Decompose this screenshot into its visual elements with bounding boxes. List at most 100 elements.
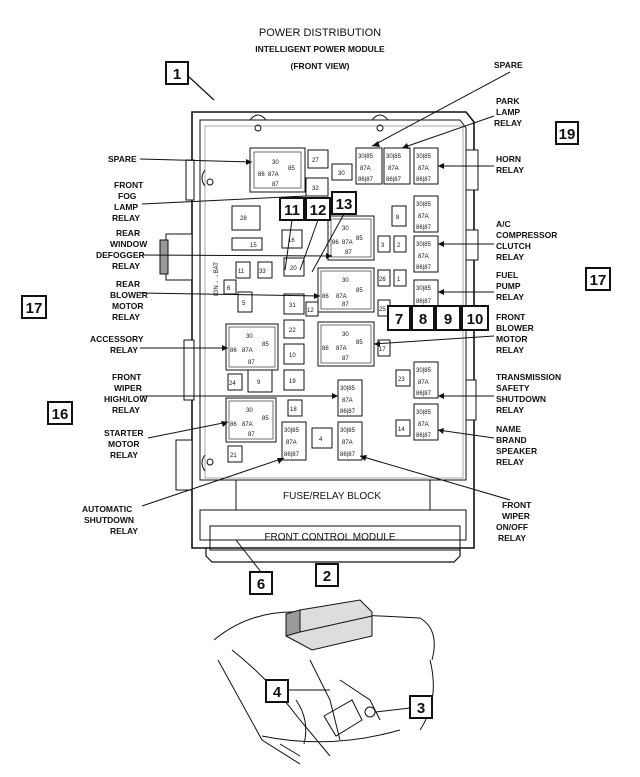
svg-text:6: 6 xyxy=(227,286,231,292)
svg-text:8: 8 xyxy=(419,311,427,328)
svg-text:5: 5 xyxy=(242,301,246,307)
svg-text:FRONT: FRONT xyxy=(502,500,532,510)
svg-text:30: 30 xyxy=(246,334,253,340)
svg-text:17: 17 xyxy=(26,300,43,317)
svg-text:6: 6 xyxy=(257,576,265,593)
svg-text:86: 86 xyxy=(322,346,329,352)
callout-8: 8 xyxy=(411,305,435,331)
svg-text:30|85: 30|85 xyxy=(340,428,356,434)
callout-2: 2 xyxy=(315,563,339,587)
svg-text:85: 85 xyxy=(262,342,269,348)
fuse-relay-block-label: FUSE/RELAY BLOCK xyxy=(283,491,381,502)
relay-front-wiper-high-low: 30 86 87A 85 87 xyxy=(225,397,277,443)
svg-text:3: 3 xyxy=(417,700,425,717)
label-transmission-safety-shutdown-relay: TRANSMISSION SAFETY SHUTDOWN RELAY xyxy=(438,372,561,415)
svg-text:RELAY: RELAY xyxy=(496,252,524,262)
svg-text:MOTOR: MOTOR xyxy=(108,439,139,449)
svg-text:86|87: 86|87 xyxy=(284,452,300,458)
svg-text:30|85: 30|85 xyxy=(416,202,432,208)
svg-text:86|87: 86|87 xyxy=(340,452,356,458)
callout-16: 16 xyxy=(47,401,73,425)
svg-text:7: 7 xyxy=(395,311,403,328)
svg-text:32: 32 xyxy=(312,186,319,192)
front-control-module-label: FRONT CONTROL MODULE xyxy=(264,532,395,543)
svg-text:87A: 87A xyxy=(418,214,429,220)
svg-text:30|85: 30|85 xyxy=(416,242,432,248)
svg-text:19: 19 xyxy=(559,126,576,143)
svg-text:WINDOW: WINDOW xyxy=(110,239,148,249)
svg-text:87A: 87A xyxy=(418,166,429,172)
svg-text:RELAY: RELAY xyxy=(112,213,140,223)
svg-text:16: 16 xyxy=(52,406,69,423)
svg-text:87A: 87A xyxy=(242,422,253,428)
svg-text:19: 19 xyxy=(289,379,296,385)
svg-text:86|87: 86|87 xyxy=(416,265,432,271)
svg-text:30: 30 xyxy=(272,160,279,166)
svg-text:1: 1 xyxy=(397,277,401,283)
relay-stack-park-spare: 30|85 87A 86|87 30|85 87A 86|87 30|85 87… xyxy=(355,147,439,185)
svg-text:TRANSMISSION: TRANSMISSION xyxy=(496,372,561,382)
svg-text:AUTOMATIC: AUTOMATIC xyxy=(82,504,132,514)
svg-text:RELAY: RELAY xyxy=(496,165,524,175)
label-spare-left: SPARE xyxy=(108,154,253,165)
callout-11: 11 xyxy=(279,197,305,221)
svg-text:85: 85 xyxy=(262,416,269,422)
svg-text:REAR: REAR xyxy=(116,279,140,289)
relay-stack-trans-namebrand: 30|85 87A 86|87 30|85 87A 86|87 xyxy=(413,361,439,441)
svg-text:86|87: 86|87 xyxy=(358,177,374,183)
svg-text:COMPRESSOR: COMPRESSOR xyxy=(496,230,557,240)
label-starter-motor-relay: STARTER MOTOR RELAY xyxy=(104,421,229,460)
svg-text:25: 25 xyxy=(379,307,386,313)
svg-text:10: 10 xyxy=(467,311,484,328)
label-rear-window-defogger-relay: REAR WINDOW DEFOGGER RELAY xyxy=(96,228,333,271)
svg-text:22: 22 xyxy=(289,328,296,334)
svg-text:RELAY: RELAY xyxy=(496,405,524,415)
svg-text:30: 30 xyxy=(338,171,345,177)
svg-text:RELAY: RELAY xyxy=(496,457,524,467)
svg-text:STARTER: STARTER xyxy=(104,428,144,438)
svg-text:87: 87 xyxy=(248,360,255,366)
svg-text:87A: 87A xyxy=(418,254,429,260)
svg-text:PUMP: PUMP xyxy=(496,281,521,291)
label-spare-right: SPARE xyxy=(371,60,523,147)
svg-text:85: 85 xyxy=(288,166,295,172)
svg-text:85: 85 xyxy=(356,340,363,346)
svg-text:11: 11 xyxy=(284,202,300,219)
svg-text:15: 15 xyxy=(250,243,257,249)
svg-text:30: 30 xyxy=(342,226,349,232)
svg-text:9: 9 xyxy=(257,380,261,386)
ign-bat-label: IGN→→BAT xyxy=(214,262,220,296)
relay-rear-blower-motor: 30 86 87A 85 87 xyxy=(317,267,375,313)
relay-stack-ac-fuel: 30|85 87A 86|87 30|85 87A 86|87 30|85 86… xyxy=(413,195,439,309)
svg-text:87A: 87A xyxy=(342,240,353,246)
svg-text:RELAY: RELAY xyxy=(494,118,522,128)
label-horn-relay: HORN RELAY xyxy=(438,154,524,175)
svg-text:1: 1 xyxy=(173,66,181,83)
svg-text:27: 27 xyxy=(312,158,319,164)
svg-text:30: 30 xyxy=(246,408,253,414)
svg-text:87: 87 xyxy=(272,182,279,188)
svg-text:REAR: REAR xyxy=(116,228,140,238)
svg-text:87A: 87A xyxy=(242,348,253,354)
label-park-lamp-relay: PARK LAMP RELAY xyxy=(401,96,522,149)
svg-text:86: 86 xyxy=(230,348,237,354)
label-fuel-pump-relay: FUEL PUMP RELAY xyxy=(438,270,524,302)
svg-text:87A: 87A xyxy=(342,398,353,404)
svg-text:85: 85 xyxy=(356,288,363,294)
callout-17-right: 17 xyxy=(585,267,611,291)
relay-rear-window-defogger: 30 86 87A 85 87 xyxy=(327,215,375,261)
svg-text:FRONT: FRONT xyxy=(496,312,526,322)
svg-text:LAMP: LAMP xyxy=(496,107,520,117)
svg-text:FUEL: FUEL xyxy=(496,270,518,280)
svg-text:BLOWER: BLOWER xyxy=(110,290,148,300)
svg-text:RELAY: RELAY xyxy=(496,345,524,355)
svg-text:RELAY: RELAY xyxy=(112,312,140,322)
label-ac-compressor-clutch-relay: A/C COMPRESSOR CLUTCH RELAY xyxy=(438,219,557,262)
svg-text:9: 9 xyxy=(444,311,452,328)
svg-text:31: 31 xyxy=(289,303,296,309)
svg-text:26: 26 xyxy=(379,277,386,283)
svg-text:24: 24 xyxy=(229,381,236,387)
svg-text:87: 87 xyxy=(342,302,349,308)
svg-text:HORN: HORN xyxy=(496,154,521,164)
svg-text:87: 87 xyxy=(345,250,352,256)
